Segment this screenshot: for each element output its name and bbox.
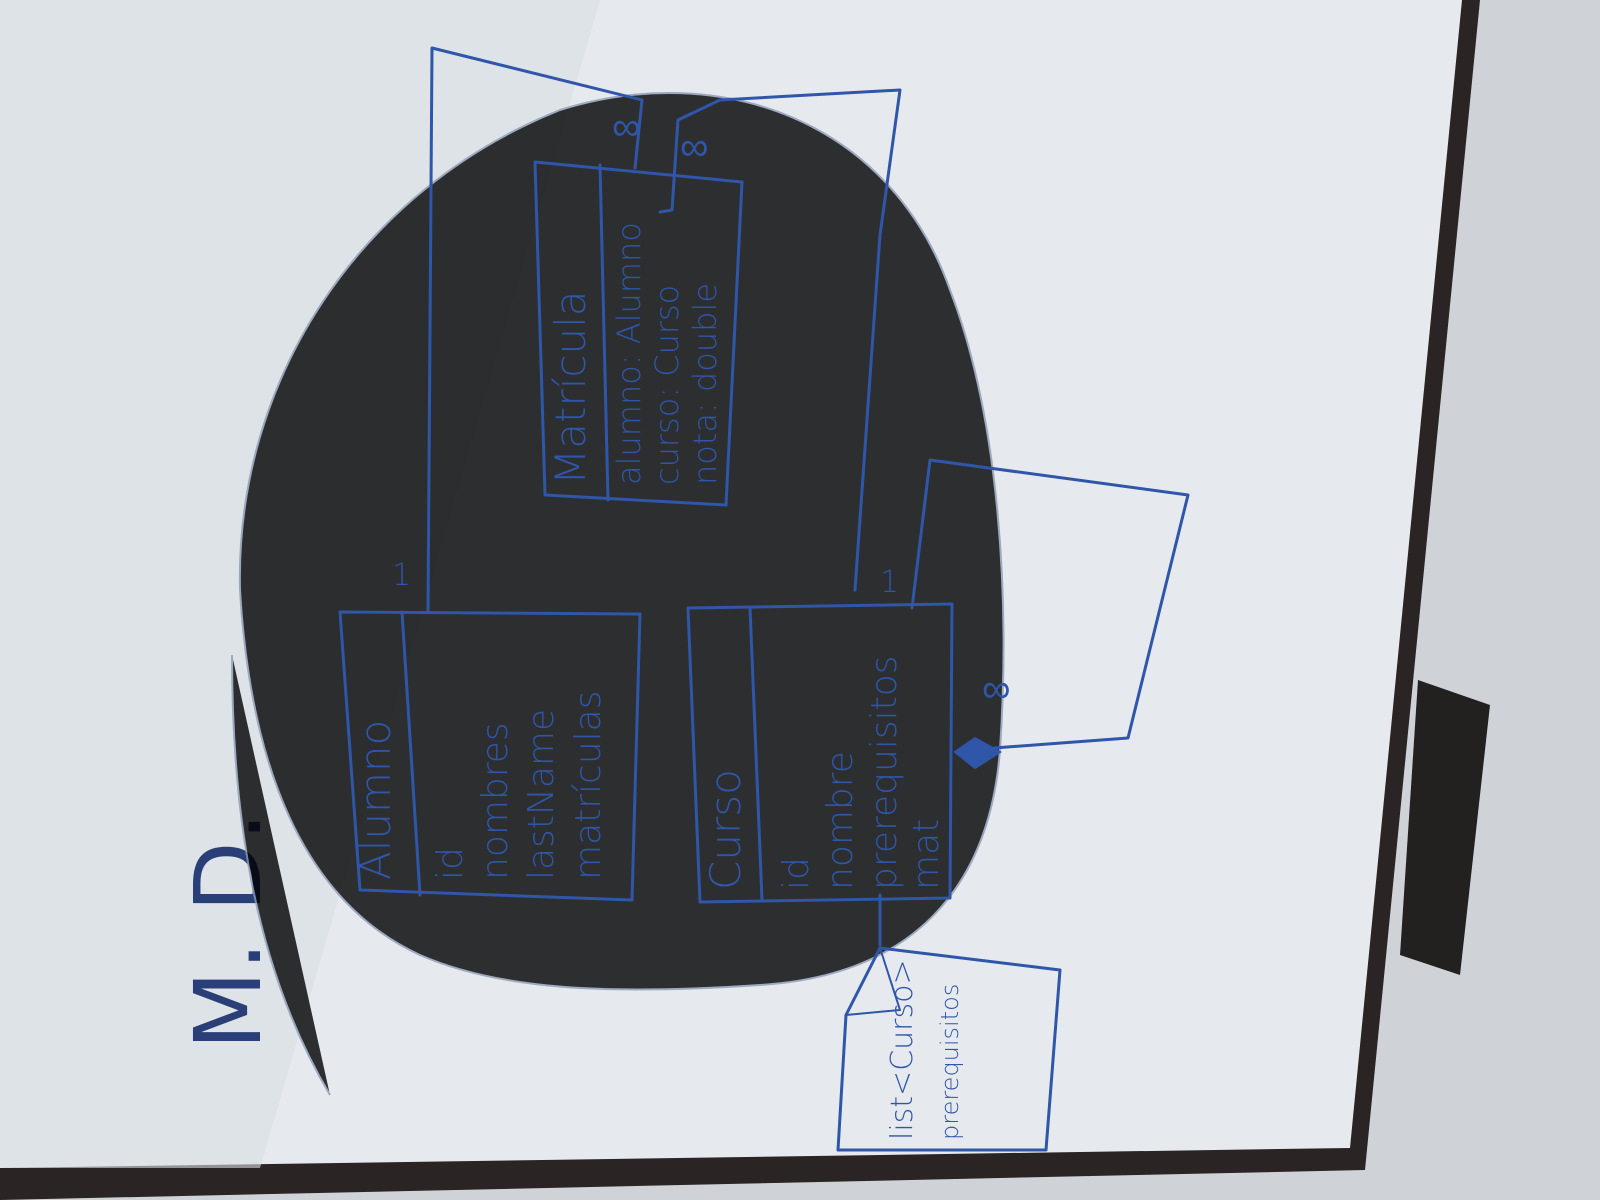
class-matricula: Matrícula alumno: Alumno curso: Curso no…: [533, 160, 744, 507]
curso-class-name: Curso: [701, 769, 750, 890]
curso-attribute: prerequisitos: [864, 656, 905, 891]
matricula-attribute: nota: double: [686, 283, 724, 485]
matricula-class-name: Matrícula: [546, 291, 595, 486]
alumno-attribute: id: [430, 847, 471, 880]
class-alumno: Alumno id nombres lastName matrículas: [338, 610, 642, 902]
alumno-class-name: Alumno: [351, 720, 400, 880]
note-corner-fold: [845, 947, 901, 1016]
note-line: prerequisitos: [936, 984, 964, 1140]
multiplicity-matricula-many-right: ∞: [680, 124, 709, 170]
matricula-attribute: curso: Curso: [648, 285, 686, 485]
curso-header-divider: [748, 606, 764, 902]
alumno-header-divider: [400, 610, 422, 897]
matricula-attribute: alumno: Alumno: [610, 222, 648, 485]
alumno-attribute: lastName: [521, 709, 562, 880]
class-curso: Curso id nombre prerequisitos mat: [686, 602, 954, 904]
multiplicity-alumno-one: 1: [392, 558, 411, 593]
note-line: list<Curso>: [885, 959, 920, 1140]
multiplicity-curso-many: ∞: [982, 666, 1011, 712]
multiplicity-matricula-many-top: ∞: [612, 104, 641, 150]
multiplicity-curso-one: 1: [880, 565, 899, 600]
association-alumno-matricula: [426, 46, 644, 614]
curso-attribute: id: [776, 857, 817, 890]
marker-tray: [1400, 680, 1490, 975]
alumno-attribute: nombres: [475, 722, 516, 880]
curso-box-outline: [686, 602, 954, 904]
note-prerequisitos: list<Curso> prerequisitos: [836, 893, 1062, 1152]
matricula-header-divider: [598, 163, 610, 502]
curso-attribute: nombre: [820, 751, 861, 890]
alumno-attribute: matrículas: [568, 691, 609, 880]
note-box-outline: [836, 946, 1062, 1152]
association-curso-matricula: [658, 88, 902, 592]
alumno-box-outline: [338, 610, 642, 902]
self-association-curso: [910, 458, 1190, 750]
composition-diamond: [953, 736, 1002, 770]
curso-attribute: mat: [906, 819, 947, 890]
title-underline: [231, 654, 331, 1096]
